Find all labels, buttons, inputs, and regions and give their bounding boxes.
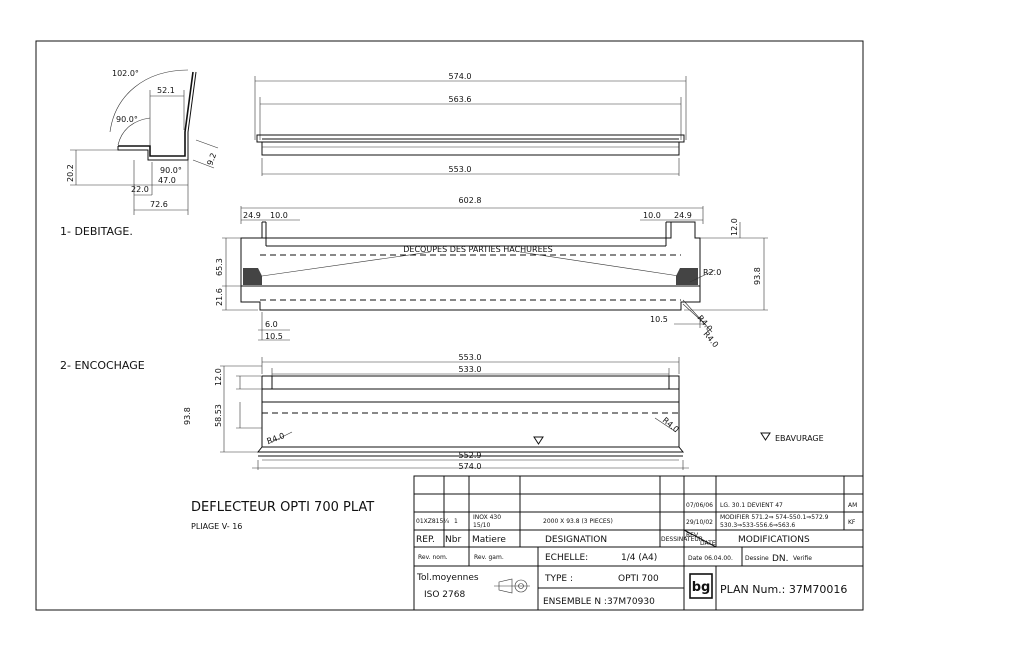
tb-designation-value: 2000 X 93.8 (3 PIECES) (543, 518, 613, 525)
dim-10-0-left: 10.0 (270, 211, 288, 220)
dim-58-53: 58.53 (214, 404, 223, 427)
tb-type-value: OPTI 700 (618, 574, 659, 584)
tb-matiere-label: Matiere (472, 535, 506, 545)
tb-mod1-text: LG. 30.1 DEVIENT 47 (720, 502, 783, 509)
tb-matiere-value-2: 15/10 (473, 522, 490, 529)
dim-72-6: 72.6 (150, 200, 168, 209)
section-encochage: 2- ENCOCHAGE (60, 359, 145, 372)
dim-574-encoche: 574.0 (459, 462, 482, 471)
projection-symbol-icon (494, 578, 530, 594)
tb-date-value: Date 06.04.00. (688, 555, 733, 562)
section-debitage: 1- DEBITAGE. (60, 225, 133, 238)
tb-plan-number: PLAN Num.: 37M70016 (720, 583, 847, 596)
dim-93-8: 93.8 (753, 267, 762, 285)
dim-65-3: 65.3 (215, 258, 224, 276)
dim-21-6: 21.6 (215, 288, 224, 306)
tb-mod1-date: 07/06/06 (686, 502, 713, 509)
tb-dessine-label: Dessine (745, 555, 769, 562)
dim-angle-102: 102.0° (112, 69, 139, 78)
tb-dessine-value: DN. (772, 554, 789, 564)
dim-52-1: 52.1 (157, 86, 175, 95)
tb-rev-label: REV. (686, 532, 699, 539)
tb-echelle-value: 1/4 (A4) (621, 553, 657, 563)
tb-mod2-text-1: MODIFIER 571.2⇒ 574-550.1⇒572.9 (720, 514, 829, 521)
tb-nbr-label: Nbr (445, 535, 461, 545)
dim-574-top: 574.0 (449, 72, 472, 81)
drawing-title: DEFLECTEUR OPTI 700 PLAT (191, 500, 374, 515)
tb-rev-gam: Rev. gam. (474, 554, 504, 561)
dim-r2-0: R2.0 (703, 268, 721, 277)
front-view: 574.0 563.6 553.0 (254, 72, 687, 176)
dim-10-0-right: 10.0 (643, 211, 661, 220)
dim-24-9-right: 24.9 (674, 211, 692, 220)
dim-12-0: 12.0 (730, 218, 739, 236)
tb-mod2-initials: KF (848, 519, 856, 526)
dim-552-9: 552.9 (459, 451, 482, 460)
dim-93-8-encoche: 93.8 (183, 407, 192, 425)
tb-designation-label: DESIGNATION (545, 535, 607, 545)
tb-mod2-text-2: 530.3⇒533-556.6⇒563.6 (720, 522, 795, 529)
tb-ensemble: ENSEMBLE N :37M70930 (543, 597, 655, 607)
tb-type-label: TYPE : (544, 574, 573, 584)
dim-22-0: 22.0 (131, 185, 149, 194)
note-decoupes: DECOUPES DES PARTIES HACHUREES (403, 245, 553, 254)
dim-r4-0-a: R4.0 (695, 314, 714, 334)
dim-47-0: 47.0 (158, 176, 176, 185)
tb-rep-label: REP. (416, 535, 435, 545)
dim-20-2: 20.2 (66, 164, 75, 182)
tb-matiere-value-1: INOX 430 (473, 514, 501, 521)
logo-text: bg (692, 580, 711, 595)
tb-rev-nom: Rev. nom. (418, 554, 448, 561)
tb-modifications-label: MODIFICATIONS (738, 535, 810, 545)
note-ebavurage: EBAVURAGE (775, 434, 824, 443)
dim-10-5-right: 10.5 (650, 315, 668, 324)
dim-angle-90-top: 90.0° (116, 115, 138, 124)
dim-533-0: 533.0 (459, 365, 482, 374)
tb-verifie-label: Verifie (793, 555, 812, 562)
dim-10-5-left: 10.5 (265, 332, 283, 341)
dim-24-9-left: 24.9 (243, 211, 261, 220)
tb-tolerances: Tol.moyennes (416, 573, 479, 583)
profile-detail: 102.0° 52.1 90.0° 20.2 90.0° 47.0 22.0 7… (66, 69, 218, 215)
tb-dessinateur-label: DESSINATEUR (661, 536, 703, 543)
dim-angle-90-bottom: 90.0° (160, 166, 182, 175)
tb-rep-value: 01XZ815¼ (416, 518, 449, 525)
tb-mod2-date: 29/10/02 (686, 519, 713, 526)
dim-12-0-encoche: 12.0 (214, 368, 223, 386)
tb-date-label: DATE (700, 540, 716, 547)
drawing-subtitle: PLIAGE V- 16 (191, 522, 242, 531)
tb-nbr-value: 1 (454, 518, 458, 525)
title-block: 01XZ815¼ 1 INOX 430 15/10 2000 X 93.8 (3… (413, 475, 864, 611)
tb-mod1-initials: AM (848, 502, 857, 509)
tb-echelle-label: ECHELLE: (545, 553, 588, 563)
tb-iso: ISO 2768 (424, 590, 465, 600)
dim-6-0: 6.0 (265, 320, 278, 329)
dim-r4-0-b: R4.0 (701, 330, 720, 350)
company-logo: bg (689, 573, 713, 599)
dim-553-front: 553.0 (449, 165, 472, 174)
debitage-view: 602.8 24.9 10.0 10.0 24.9 12.0 65.3 21.6… (215, 196, 768, 349)
dim-553-encoche: 553.0 (459, 353, 482, 362)
dim-r4-0-left: R4.0 (266, 431, 286, 446)
encochage-view: 553.0 533.0 12.0 93.8 58.53 R4.0 R4.0 55… (183, 353, 824, 471)
dim-9-2: 9.2 (205, 152, 218, 167)
dim-r4-0-right: R4.0 (661, 416, 681, 435)
dim-563-6: 563.6 (449, 95, 472, 104)
dim-602-8: 602.8 (459, 196, 482, 205)
